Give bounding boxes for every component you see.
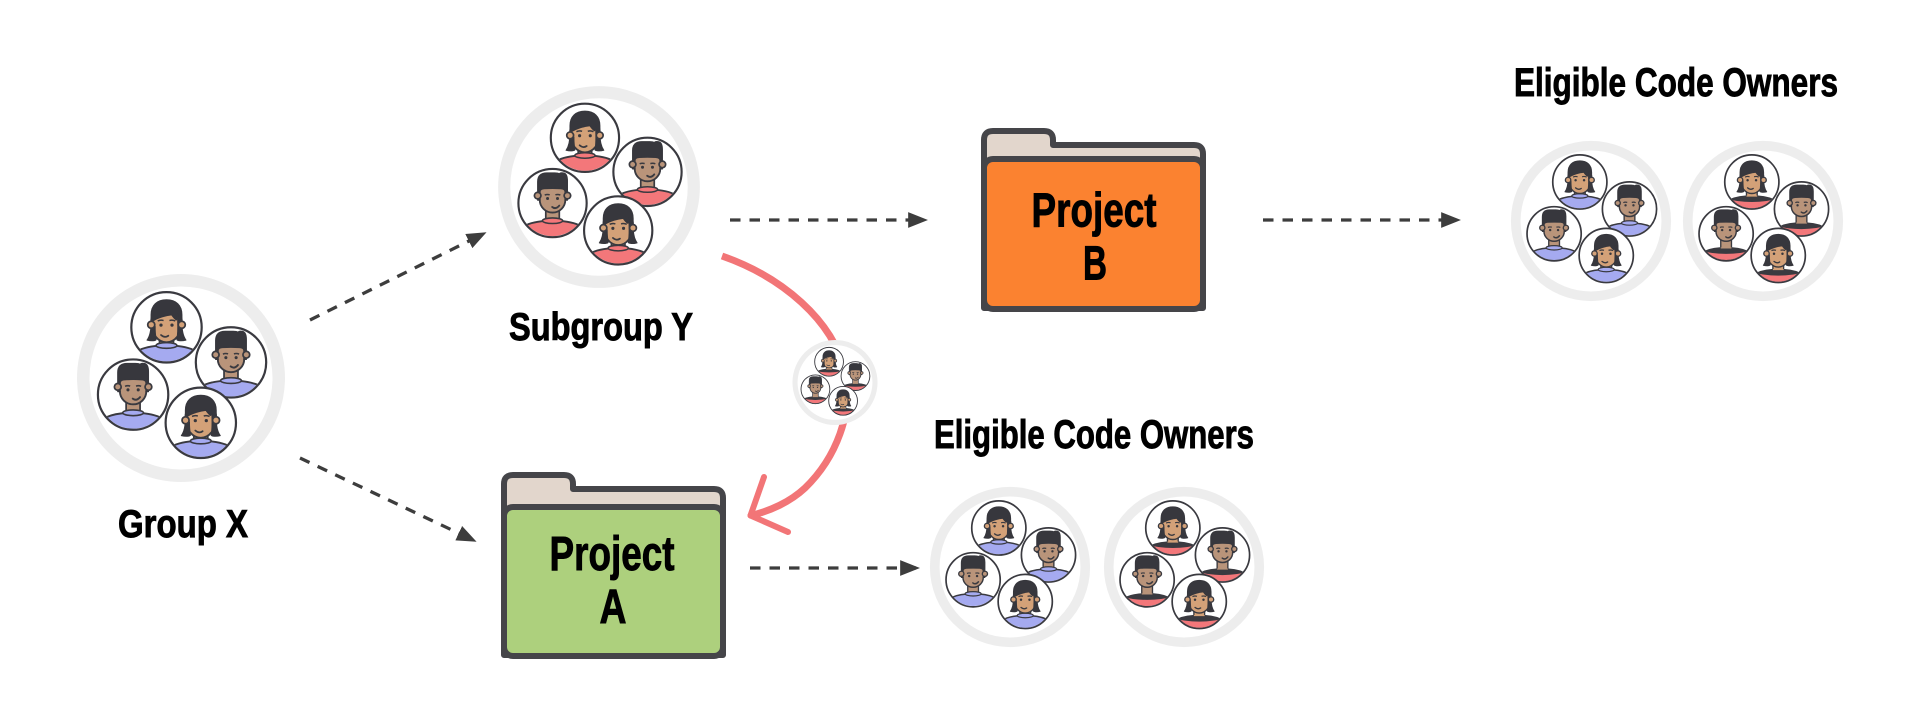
svg-text:B: B (1083, 238, 1107, 291)
svg-text:Eligible Code Owners: Eligible Code Owners (1514, 61, 1838, 105)
svg-text:Project: Project (550, 528, 675, 581)
svg-text:Group X: Group X (118, 503, 248, 546)
svg-text:Subgroup Y: Subgroup Y (509, 306, 693, 349)
svg-text:Project: Project (1032, 185, 1157, 238)
svg-text:Eligible Code Owners: Eligible Code Owners (934, 413, 1254, 457)
svg-text:A: A (600, 581, 627, 634)
